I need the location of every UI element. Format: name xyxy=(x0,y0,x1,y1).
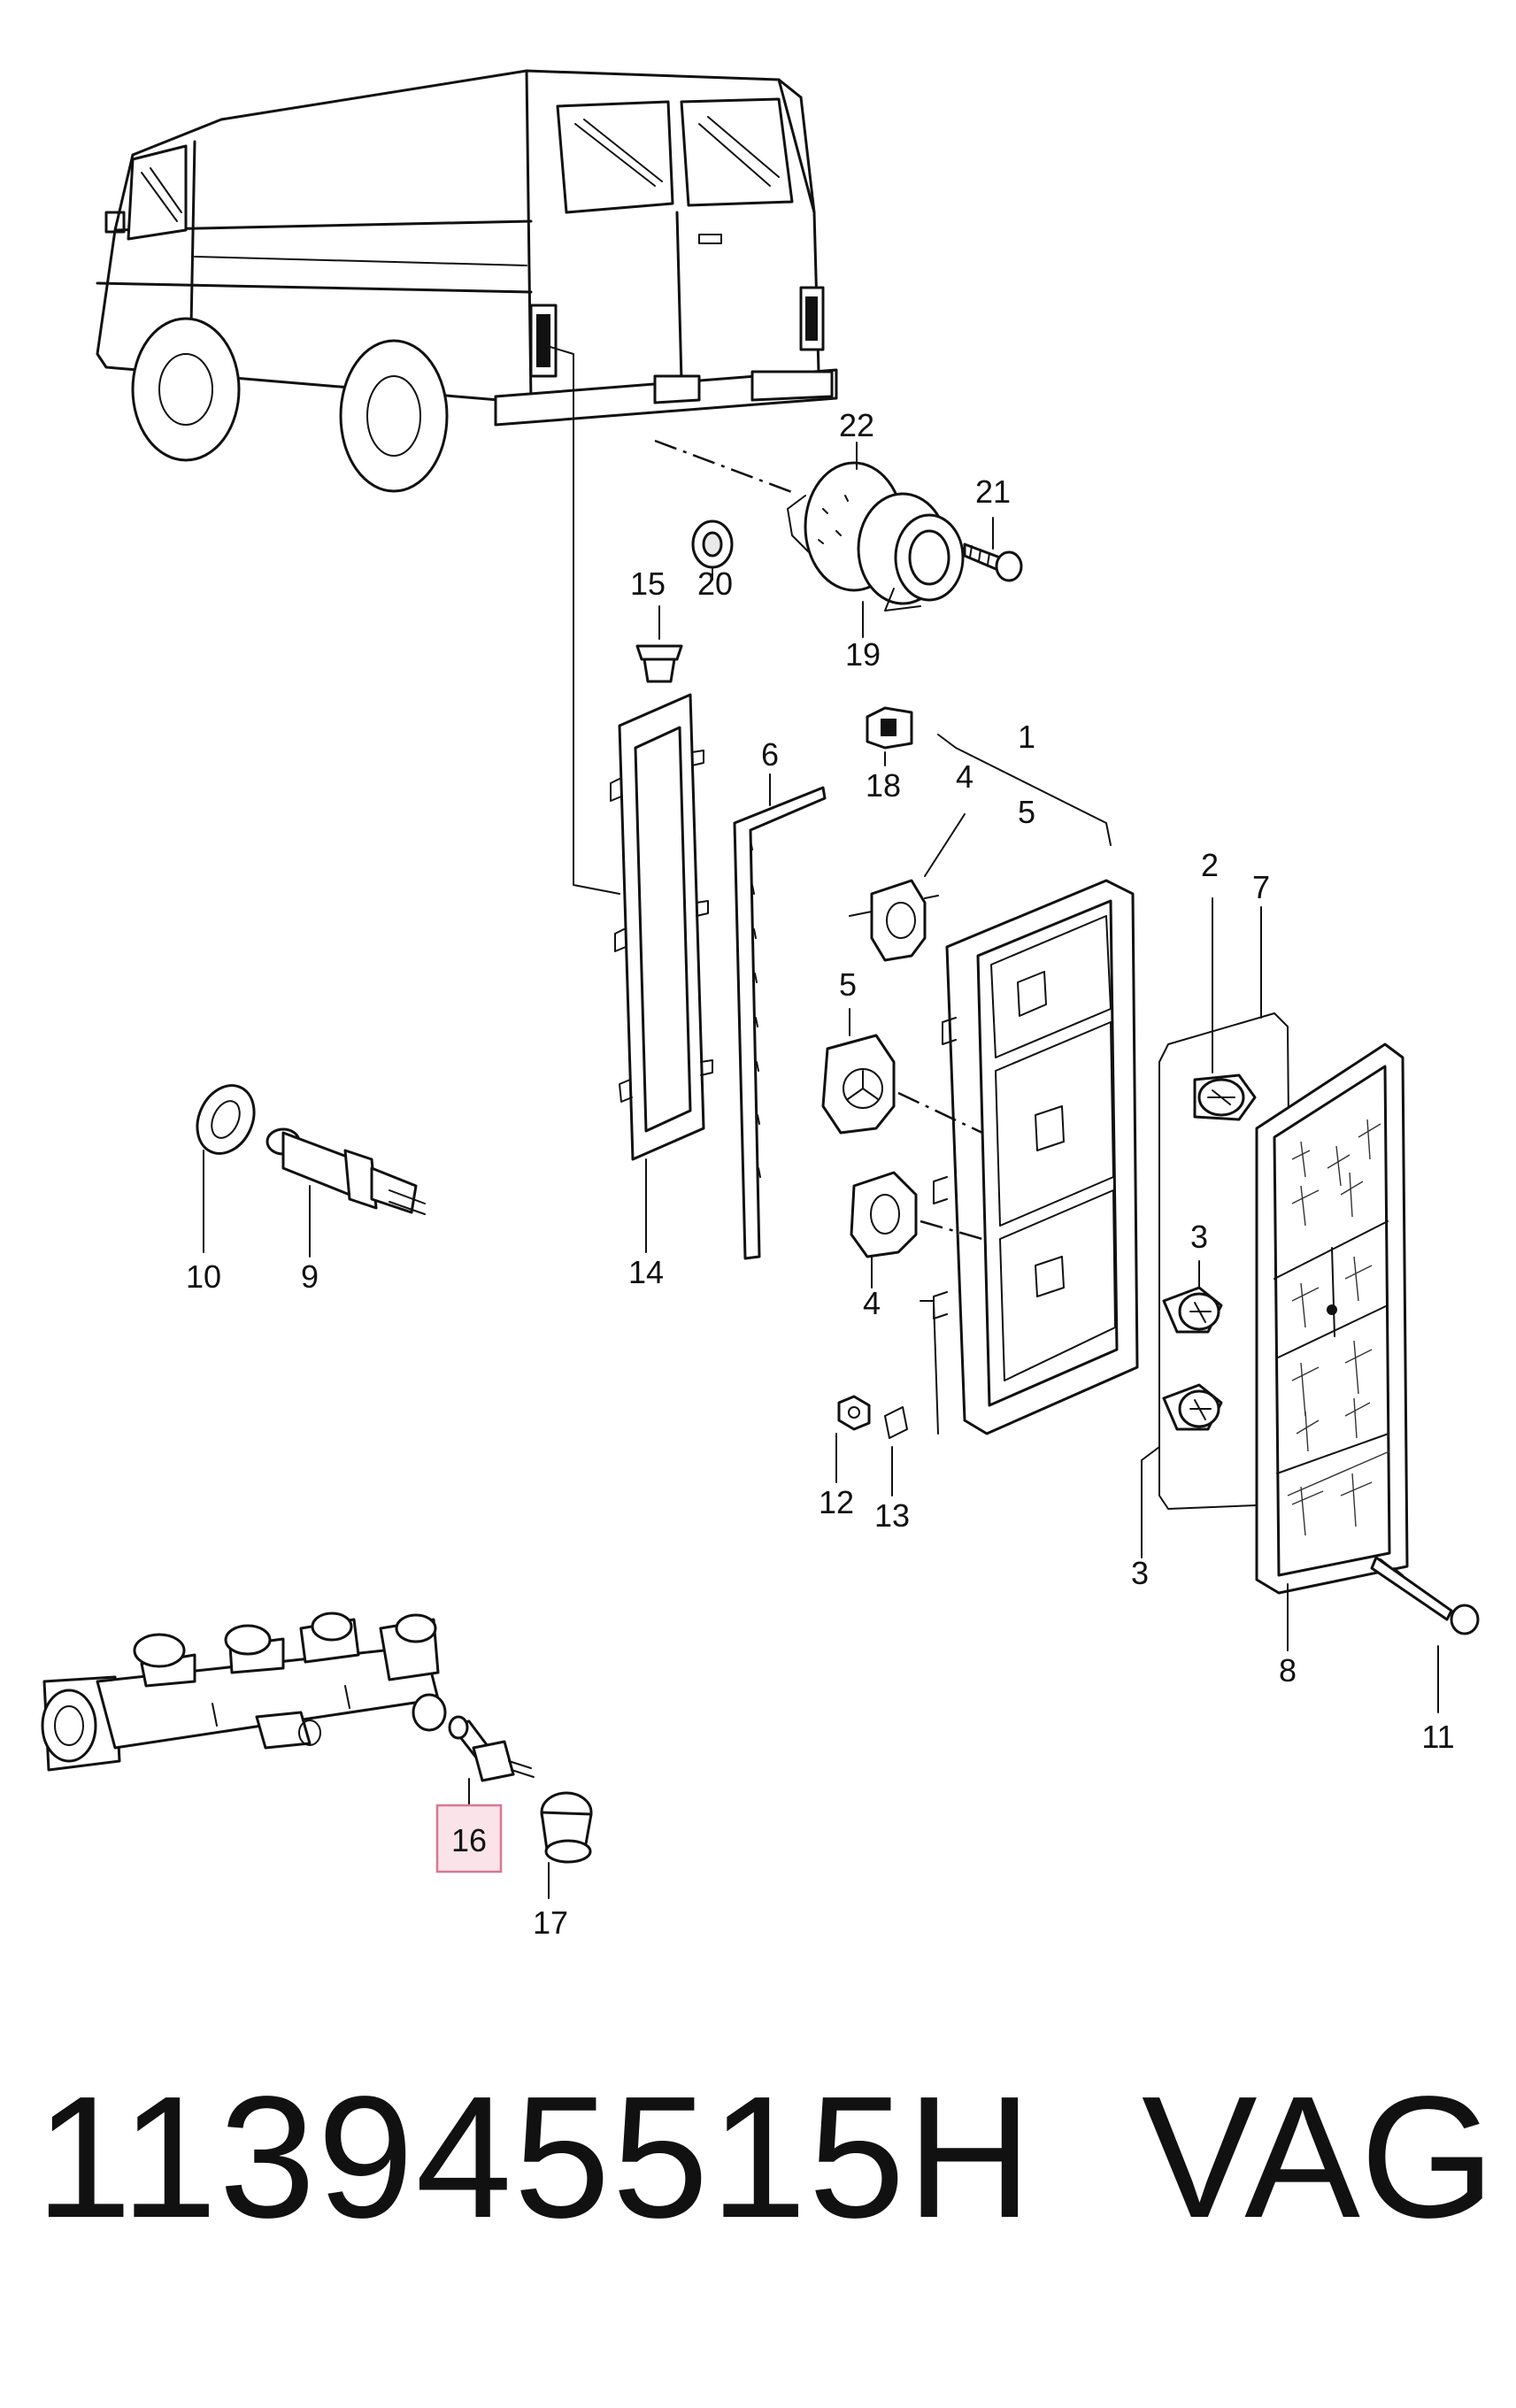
part-21-screw xyxy=(963,542,1023,582)
part-11-screw xyxy=(1370,1556,1480,1635)
callout-20: 20 xyxy=(697,565,733,602)
callout-17: 17 xyxy=(533,1904,568,1941)
part-5-holder xyxy=(821,1034,896,1135)
bracket-1-5 xyxy=(937,734,1112,846)
part-4-holder-lower xyxy=(850,1171,918,1258)
assembly-line-5 xyxy=(897,1091,983,1135)
part-14-gasket xyxy=(610,693,713,1161)
part-9-switch xyxy=(265,1127,426,1215)
callout-3-lower: 3 xyxy=(1131,1555,1149,1591)
van-illustration xyxy=(96,69,838,493)
part-17-cap xyxy=(540,1791,593,1864)
callout-13: 13 xyxy=(874,1497,910,1534)
callout-8: 8 xyxy=(1279,1652,1297,1689)
assembly-line-van-to-socket xyxy=(654,439,797,496)
leader-van-to-gasket xyxy=(543,344,620,895)
part-13-washer xyxy=(884,1406,908,1439)
highlight-box-16 xyxy=(435,1804,503,1873)
part-6-seal xyxy=(733,786,827,1260)
part-4-holder-upper xyxy=(849,879,939,962)
callout-16: 16 xyxy=(451,1822,487,1858)
part-3-bulb-lower xyxy=(1162,1383,1223,1431)
callout-9: 9 xyxy=(301,1258,319,1295)
part-18-clip xyxy=(866,706,913,750)
callout-21: 21 xyxy=(975,473,1011,510)
part-19-22-socket xyxy=(787,461,965,612)
part-12-nut xyxy=(837,1395,871,1431)
part-number: 113945515H xyxy=(35,2060,1035,2254)
part-20-grommet xyxy=(691,519,734,569)
assembly-line-4 xyxy=(920,1219,983,1241)
callout-7: 7 xyxy=(1252,869,1270,905)
callout-4-lower: 4 xyxy=(863,1285,881,1321)
callout-22: 22 xyxy=(839,407,874,443)
leader-3-lower-tip xyxy=(1141,1446,1160,1461)
brake-master-cylinder xyxy=(41,1612,447,1772)
callout-5-upper: 5 xyxy=(1018,794,1035,830)
brand-name: VAG xyxy=(1142,2060,1496,2254)
part-1-housing xyxy=(933,879,1139,1435)
callout-14: 14 xyxy=(628,1254,664,1290)
part-15-plug xyxy=(635,644,683,683)
part-2-bulb xyxy=(1193,1073,1257,1121)
bracket-lower xyxy=(920,1300,939,1435)
part-16-switch xyxy=(448,1715,535,1782)
part-3-bulb-upper xyxy=(1162,1286,1223,1334)
callout-2: 2 xyxy=(1201,847,1219,883)
callout-10: 10 xyxy=(186,1258,221,1295)
part-10-seal-ring xyxy=(196,1084,256,1155)
callout-11: 11 xyxy=(1421,1719,1454,1755)
leader-4-upper xyxy=(924,813,966,877)
callout-5-lower: 5 xyxy=(839,966,857,1003)
callout-18: 18 xyxy=(866,767,901,804)
callout-19: 19 xyxy=(845,636,881,673)
part-8-lens xyxy=(1255,1042,1409,1595)
callout-15: 15 xyxy=(630,565,666,602)
callout-6: 6 xyxy=(761,736,779,773)
callout-4-upper: 4 xyxy=(956,758,973,795)
callout-1: 1 xyxy=(1018,719,1035,755)
callout-3-upper: 3 xyxy=(1190,1219,1208,1255)
callout-12: 12 xyxy=(819,1484,854,1520)
